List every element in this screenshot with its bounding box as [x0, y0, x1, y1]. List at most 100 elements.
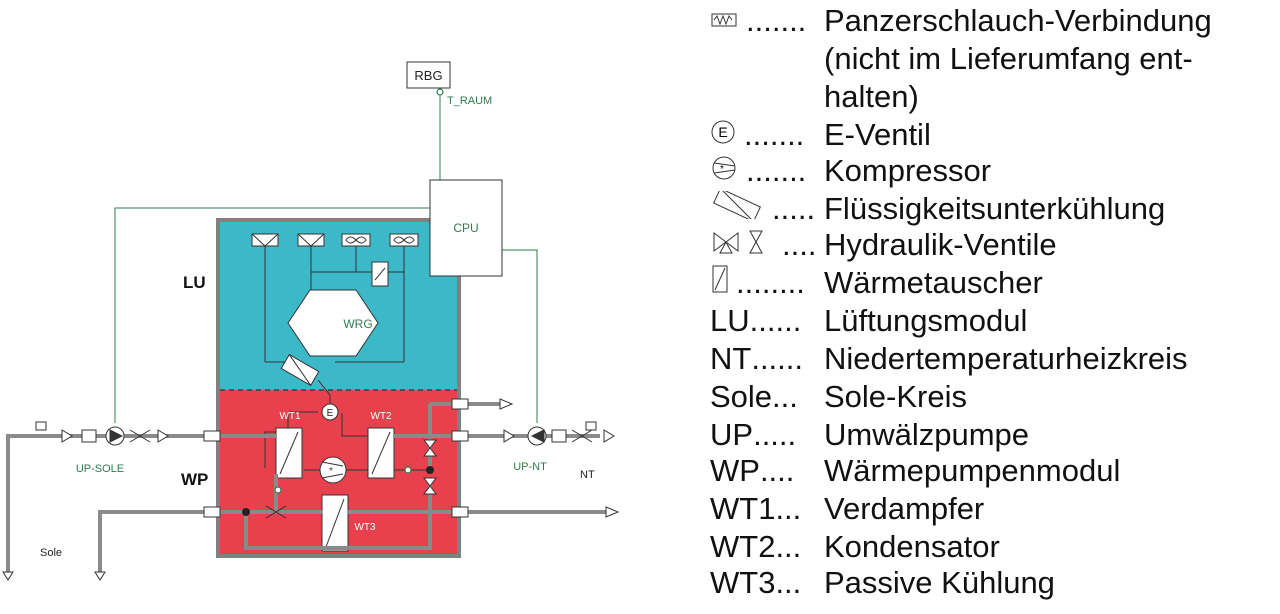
- check-valve-icon: [61, 429, 73, 443]
- wt2-label: WT2: [370, 411, 392, 422]
- junction-dot: [242, 508, 250, 516]
- legend-row: LU...... Lüftungsmodul: [710, 302, 1027, 340]
- valve-cap-2-icon: [585, 421, 597, 431]
- compressor-star: *: [329, 466, 333, 477]
- wrg-heat-recovery: [287, 289, 379, 357]
- legend-row: NT...... Niedertemperaturheizkreis: [710, 340, 1188, 378]
- legend-dots: ......: [749, 303, 802, 338]
- legend-row: WP....Wärmepumpenmodul: [710, 452, 1120, 490]
- filter-2-icon: [297, 233, 325, 247]
- valve-icon: [129, 429, 151, 443]
- legend-row: WT2... Kondensator: [710, 528, 1000, 566]
- legend-description: halten): [824, 79, 919, 114]
- filter-icon: [81, 429, 97, 443]
- legend-dots: .....: [753, 417, 797, 452]
- rbg-label: RBG: [414, 68, 442, 83]
- cpu-box: [429, 179, 503, 277]
- legend-description: Kompressor: [824, 153, 992, 188]
- junction-dot: [426, 466, 434, 474]
- up-nt-label: UP-NT: [513, 461, 547, 473]
- module-frame: [216, 218, 461, 558]
- legend-description: Wärmetauscher: [824, 265, 1043, 300]
- check-valve-2-icon: [157, 429, 169, 443]
- lu-label: LU: [183, 273, 206, 292]
- legend-row: WT1...Verdampfer: [710, 490, 984, 528]
- hose-icon: [451, 398, 469, 410]
- legend-dots: ...: [775, 565, 802, 600]
- filter-1-icon: [251, 233, 279, 247]
- legend-dots: .......: [746, 153, 807, 188]
- legend-abbreviation: LU: [710, 303, 750, 338]
- filter-2-icon: [551, 429, 567, 443]
- legend-dots: .....: [772, 191, 816, 226]
- e-valve-icon: [321, 403, 339, 421]
- legend-dots: ...: [772, 379, 798, 414]
- legend-description: (nicht im Lieferumfang ent-: [824, 41, 1193, 76]
- hydraulic-valves-icon: [710, 227, 782, 263]
- t-raum-sensor-icon: [436, 88, 444, 96]
- legend-dots: ......: [751, 341, 804, 376]
- hose-icon: [451, 506, 469, 518]
- legend-dots: ........: [736, 265, 805, 300]
- e-valve-label: E: [327, 408, 334, 419]
- legend-abbreviation: Sole: [710, 379, 773, 414]
- sole-return-arrow-icon: [94, 571, 106, 581]
- svg-text:*: *: [720, 164, 724, 175]
- refrigerant-lines: [264, 379, 430, 471]
- valve-cap-icon: [35, 421, 47, 431]
- up-sole-pump-group: [35, 421, 169, 446]
- check-valve-3-icon: [503, 429, 515, 443]
- legend-description: Niedertemperaturheizkreis: [824, 341, 1188, 376]
- up-nt-pump-group: [503, 421, 615, 446]
- lu-ducts: [264, 246, 405, 363]
- cpu-label: CPU: [453, 221, 478, 235]
- check-valve-4-icon: [603, 429, 615, 443]
- legend-description: Panzerschlauch-Verbindung: [824, 3, 1212, 38]
- hose-icon: [203, 430, 221, 442]
- legend-description: Verdampfer: [824, 491, 985, 526]
- hydraulic-valve-2-icon: [423, 477, 437, 495]
- subcooler-icon: [710, 187, 772, 227]
- legend-abbreviation: WP: [710, 453, 760, 488]
- hydraulic-valves: [265, 439, 437, 519]
- hose-icon: [710, 3, 746, 39]
- legend-row: Sole... Sole-Kreis: [710, 378, 967, 416]
- legend-dots: ....: [759, 453, 795, 488]
- legend-description: Lüftungsmodul: [824, 303, 1028, 338]
- legend-row: ....... Panzerschlauch-Verbindung: [710, 2, 1212, 40]
- legend-row: (nicht im Lieferumfang ent-: [710, 40, 1193, 78]
- rbg-box: [406, 61, 451, 89]
- wt3-label: WT3: [354, 522, 376, 533]
- hose-icon: [203, 506, 221, 518]
- legend-abbreviation: UP: [710, 417, 754, 452]
- legend-row: .....Flüssigkeitsunterkühlung: [710, 187, 1165, 228]
- wt1-label: WT1: [279, 411, 301, 422]
- lu-components: [251, 233, 419, 247]
- e-valve-icon: E: [710, 117, 744, 153]
- legend-dots: .......: [746, 3, 807, 38]
- legend-description: E-Ventil: [824, 117, 931, 152]
- legend-abbreviation: WT2: [710, 529, 776, 564]
- legend-abbreviation: WT1: [710, 491, 776, 526]
- legend-dots: ...: [775, 529, 802, 564]
- up-sole-label: UP-SOLE: [76, 463, 124, 475]
- legend-row: ....Hydraulik-Ventile: [710, 226, 1057, 264]
- legend: ....... Panzerschlauch-Verbindung(nicht i…: [710, 0, 1280, 614]
- flow-arrow-icon: [499, 398, 514, 410]
- legend-row: UP.....Umwälzpumpe: [710, 416, 1029, 454]
- legend-abbreviation: WT3: [710, 565, 776, 600]
- compressor-icon: [319, 456, 347, 484]
- subcooler-icon: [280, 353, 320, 387]
- sole-label: Sole: [40, 547, 62, 559]
- legend-description: Kondensator: [824, 529, 1000, 564]
- sensor-2-icon: [404, 466, 412, 474]
- legend-description: Sole-Kreis: [824, 379, 967, 414]
- heat-pump-schematic: RBG T_RAUM CPU WRG LU WP: [2, 61, 620, 581]
- signal-line-up-nt: [502, 249, 538, 423]
- legend-dots: ....: [782, 227, 817, 262]
- legend-row: *....... Kompressor: [710, 152, 991, 190]
- compressor-icon: *: [710, 153, 746, 189]
- legend-description: Hydraulik-Ventile: [824, 227, 1057, 262]
- legend-abbreviation: NT: [710, 341, 752, 376]
- sole-arrow-icon: [2, 571, 14, 581]
